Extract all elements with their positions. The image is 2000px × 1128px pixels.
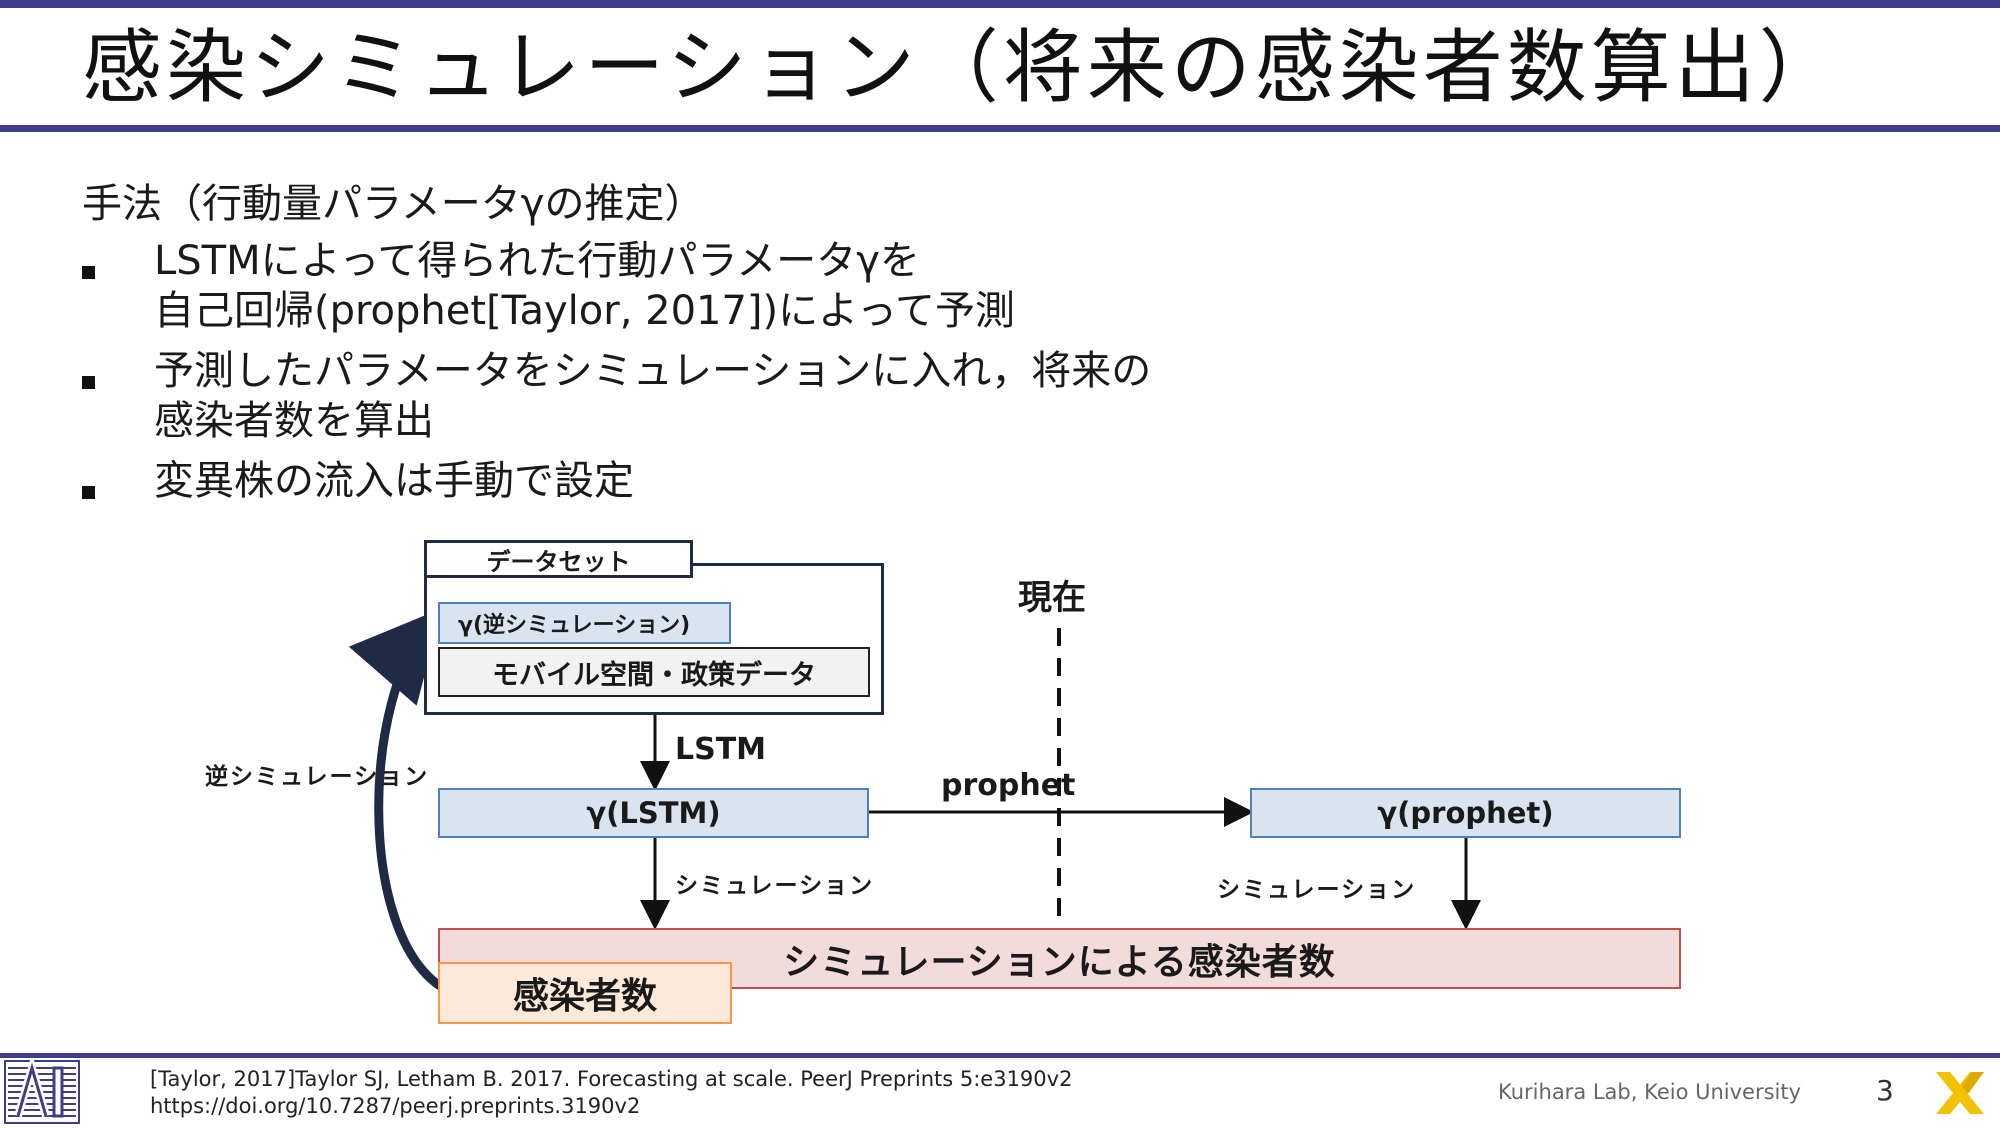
reference-citation: [Taylor, 2017]Taylor SJ, Letham B. 2017.… [150, 1066, 1072, 1120]
bullet-list: LSTMによって得られた行動パラメータγを 自己回帰(prophet[Taylo… [82, 236, 1151, 516]
lab-logo-icon [4, 1053, 80, 1124]
method-heading: 手法（行動量パラメータγの推定） [82, 181, 705, 227]
lab-name: Kurihara Lab, Keio University [1498, 1080, 1802, 1104]
reference-line: [Taylor, 2017]Taylor SJ, Letham B. 2017.… [150, 1067, 1073, 1091]
bullet-line: LSTMによって得られた行動パラメータγを [154, 238, 920, 284]
bullet-line: 変異株の流入は手動で設定 [154, 458, 634, 504]
bullet-line: 自己回帰(prophet[Taylor, 2017])によって予測 [154, 288, 1015, 334]
gamma-inverse-label: γ(逆シミュレーション) [458, 613, 691, 638]
reference-url: https://doi.org/10.7287/peerj.preprints.… [150, 1094, 641, 1118]
top-accent-bar [0, 0, 2000, 8]
inverse-simulation-arrow [348, 608, 443, 990]
bullet-line: 予測したパラメータをシミュレーションに入れ，将来の [154, 348, 1152, 394]
simulation-result-label: シミュレーションによる感染者数 [783, 941, 1336, 983]
infected-count-label: 感染者数 [512, 976, 657, 1017]
gamma-prophet-box: γ(prophet) [1250, 788, 1681, 838]
lstm-arrow-label: LSTM [675, 732, 767, 767]
mobile-policy-box: モバイル空間・政策データ [438, 647, 870, 697]
bullet-line: 感染者数を算出 [154, 398, 434, 444]
gamma-lstm-label: γ(LSTM) [586, 796, 721, 830]
bullet-item: 予測したパラメータをシミュレーションに入れ，将来の 感染者数を算出 [82, 346, 1151, 446]
dataset-label-box: データセット [424, 540, 693, 578]
x-logo-icon [1936, 1072, 1984, 1114]
dataset-label: データセット [486, 547, 631, 576]
infected-count-box: 感染者数 [438, 962, 732, 1024]
inverse-simulation-label: 逆シミュレーション [205, 764, 430, 790]
slide-title: 感染シミュレーション（将来の感染者数算出） [82, 21, 1843, 114]
gamma-prophet-label: γ(prophet) [1377, 796, 1554, 830]
title-underline-bar [0, 125, 2000, 132]
simulation-label-right: シミュレーション [1217, 877, 1417, 903]
prophet-arrow-label: prophet [941, 768, 1076, 803]
keio-x-logo [1932, 1068, 1988, 1118]
lab-logo [4, 1053, 80, 1124]
page-number: 3 [1876, 1074, 1894, 1107]
gamma-inverse-box: γ(逆シミュレーション) [438, 602, 731, 644]
footer-bar [0, 1053, 2000, 1058]
simulation-label-left: シミュレーション [675, 873, 875, 899]
now-label: 現在 [1018, 578, 1086, 618]
bullet-item: LSTMによって得られた行動パラメータγを 自己回帰(prophet[Taylo… [82, 236, 1151, 336]
bullet-item: 変異株の流入は手動で設定 [82, 456, 1151, 506]
gamma-lstm-box: γ(LSTM) [438, 788, 869, 838]
mobile-policy-label: モバイル空間・政策データ [492, 659, 816, 691]
